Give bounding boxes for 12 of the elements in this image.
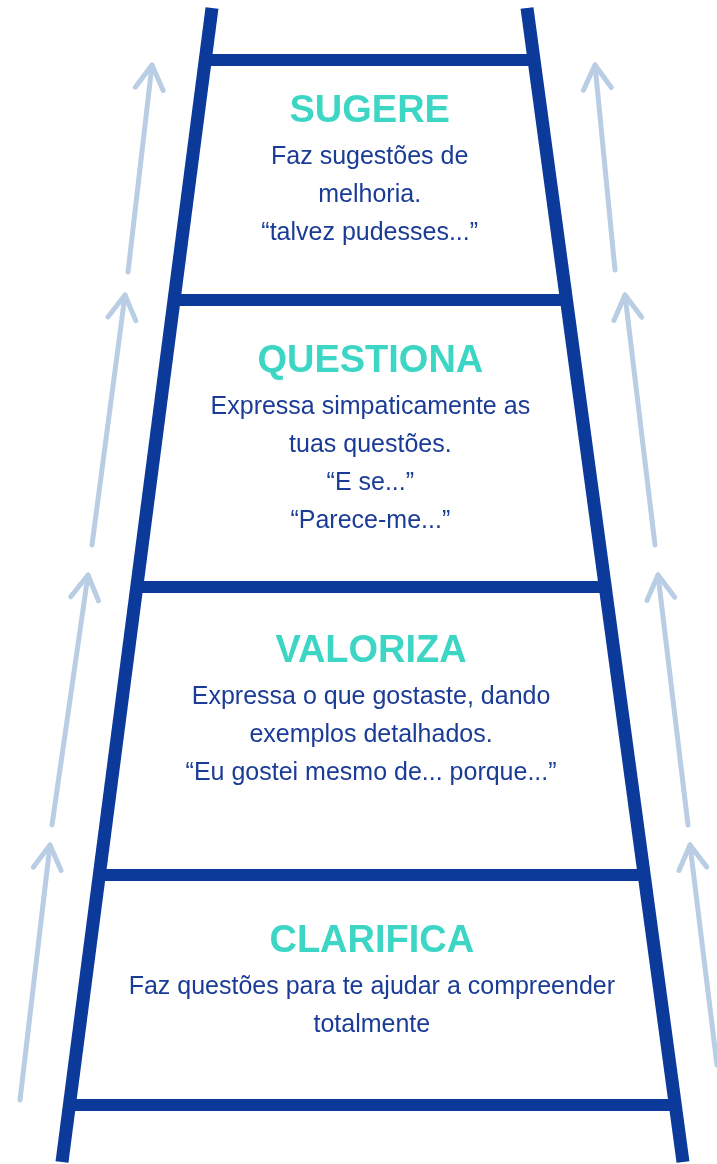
step-heading: SUGERE xyxy=(289,87,450,132)
step-description: Expressa simpaticamente as tuas questões. xyxy=(209,390,532,459)
step-description: Expressa o que gostaste, dando exemplos detalhados. xyxy=(190,680,552,749)
step-description: “Parece-me...” xyxy=(290,504,451,535)
step-heading: VALORIZA xyxy=(275,627,467,672)
step-description: “E se...” xyxy=(326,466,415,497)
step-description: “talvez pudesses...” xyxy=(261,216,479,247)
step-heading: CLARIFICA xyxy=(269,917,475,962)
step-heading: QUESTIONA xyxy=(257,337,484,382)
step-description: Faz sugestões de melhoria. xyxy=(270,140,470,209)
step-description: Faz questões para te ajudar a compreender totalmente xyxy=(127,970,617,1039)
step-description: “Eu gostei mesmo de... porque...” xyxy=(185,756,557,787)
